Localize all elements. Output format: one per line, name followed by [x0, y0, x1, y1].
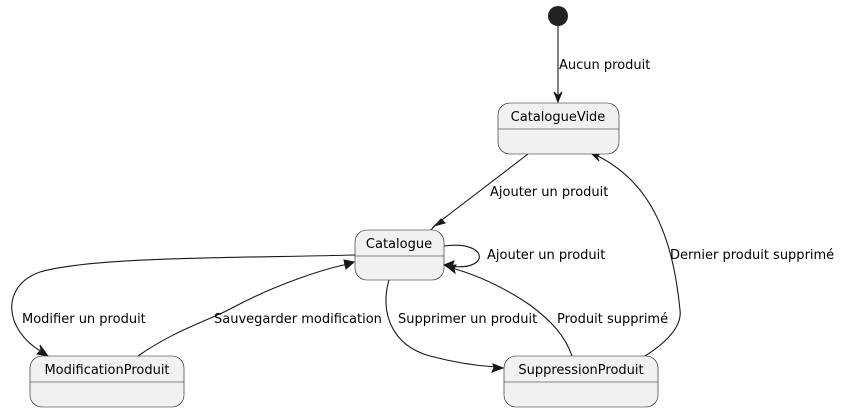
transition-vide-to-catalogue [430, 153, 529, 231]
arrowhead-icon [343, 259, 356, 270]
label-initial-to-vide: Aucun produit [559, 58, 650, 73]
state-suppression-produit: SuppressionProduit [503, 355, 659, 408]
arrowhead-icon [35, 344, 50, 357]
transition-catalogue-to-modification [11, 254, 356, 357]
label-vide-to-catalogue: Ajouter un produit [490, 185, 608, 200]
label-catalogue-to-suppression: Supprimer un produit [398, 312, 537, 327]
arrowhead-icon [430, 218, 446, 231]
transition-suppression-to-catalogue [444, 264, 573, 357]
state-catalogue: Catalogue [354, 229, 445, 281]
state-name: SuppressionProduit [518, 363, 643, 378]
transition-modification-to-catalogue [137, 259, 356, 357]
label-modification-to-catalogue: Sauvegarder modification [214, 312, 382, 327]
state-name: CatalogueVide [511, 110, 606, 125]
initial-state-node [548, 6, 568, 26]
label-catalogue-to-modification: Modifier un produit [22, 312, 146, 327]
arrowhead-icon [490, 363, 505, 373]
label-suppression-to-catalogue: Produit supprimé [557, 312, 668, 327]
transition-catalogue-to-suppression [385, 279, 505, 373]
label-suppression-to-vide: Dernier produit supprimé [670, 248, 834, 263]
label-catalogue-self: Ajouter un produit [487, 248, 605, 263]
state-modification-produit: ModificationProduit [29, 355, 185, 408]
state-catalogue-vide: CatalogueVide [497, 102, 620, 155]
arrowhead-icon [553, 91, 563, 104]
state-name: Catalogue [366, 237, 432, 252]
state-name: ModificationProduit [44, 363, 169, 378]
transition-initial-to-vide [553, 26, 563, 104]
arrowhead-icon [444, 264, 457, 275]
